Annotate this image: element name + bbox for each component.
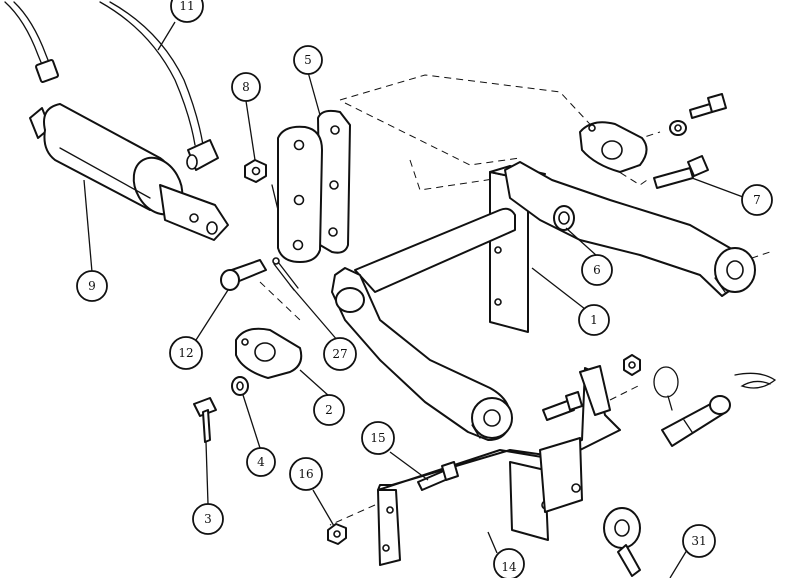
spring-clip: [734, 372, 777, 389]
svg-text:4: 4: [257, 455, 265, 469]
svg-text:8: 8: [242, 80, 250, 94]
bracket-bolt: [542, 391, 583, 421]
hydraulic-hose: [4, 1, 219, 171]
link-plates: [271, 109, 351, 263]
bracket-nut: [623, 354, 641, 376]
callout-5: 5: [293, 45, 323, 75]
bolt-7: [653, 93, 727, 189]
callout-2: 2: [313, 394, 345, 426]
callout-8: 8: [231, 72, 261, 102]
svg-text:7: 7: [753, 193, 761, 207]
leader-lines: [83, 21, 744, 578]
callout-11: 11: [170, 0, 204, 23]
svg-text:15: 15: [370, 431, 385, 445]
callout-6: 6: [581, 254, 613, 286]
callout-9: 9: [76, 270, 108, 302]
hydraulic-cylinder: [29, 103, 229, 241]
callout-16: 16: [289, 457, 323, 491]
svg-text:16: 16: [298, 467, 313, 481]
lynch-pin: [653, 366, 679, 411]
hitch-pin: [661, 395, 731, 447]
assembly-guide-lines: [259, 74, 771, 526]
bolt-3: [193, 397, 217, 443]
svg-text:1: 1: [590, 313, 598, 327]
callout-15: 15: [361, 421, 395, 455]
cotter-pin-27: [272, 257, 299, 291]
callout-4: 4: [246, 447, 276, 477]
clevis-pin-12: [220, 259, 267, 291]
svg-text:14: 14: [501, 560, 517, 574]
bushing-6: [553, 205, 575, 231]
hex-nut-8: [244, 159, 267, 183]
svg-text:5: 5: [304, 53, 312, 67]
callout-1: 1: [578, 304, 610, 336]
svg-text:2: 2: [325, 403, 333, 417]
pillow-block-upper: [579, 121, 648, 173]
callout-3: 3: [192, 503, 224, 535]
washer-4: [231, 376, 249, 396]
pillow-block-lower: [235, 327, 303, 379]
svg-text:12: 12: [178, 346, 193, 360]
lift-shaft-assembly: [331, 165, 546, 441]
hex-nut-16: [327, 523, 347, 545]
right-lift-arm: [504, 161, 756, 297]
bolt-15: [417, 461, 459, 491]
svg-text:11: 11: [179, 0, 194, 13]
svg-text:9: 9: [88, 279, 96, 293]
callout-12: 12: [169, 336, 203, 370]
callout-31: 31: [682, 524, 716, 558]
svg-text:31: 31: [691, 534, 706, 548]
rod-end-31: [603, 507, 641, 577]
svg-text:6: 6: [593, 263, 601, 277]
svg-text:3: 3: [204, 512, 212, 526]
callout-27: 27: [323, 337, 357, 371]
svg-text:27: 27: [332, 347, 347, 361]
callout-7: 7: [741, 184, 773, 216]
mounting-bracket-14: [377, 365, 621, 566]
callout-14: 14: [493, 548, 525, 578]
